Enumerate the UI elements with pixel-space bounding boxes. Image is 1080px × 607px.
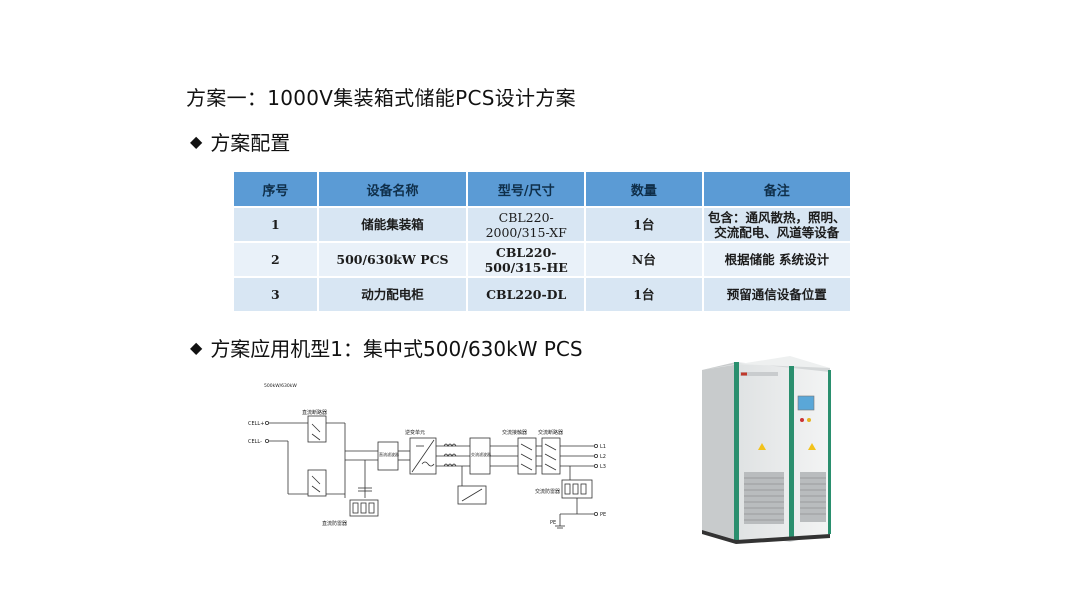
diagram-title: 500kW/630kW (264, 383, 297, 389)
circuit-diagram: 500kW/630kW CELL+ CELL- 直流断路器 直流防雷器 直流滤波… (248, 383, 606, 529)
ac-spd-label: 交流防雷器 (535, 488, 560, 495)
header-cell: 备注 (701, 170, 853, 208)
table-cell: 根据储能 系统设计 (701, 241, 853, 278)
table-cell: 1台 (584, 206, 704, 243)
table-header-row: 序号 设备名称 型号/尺寸 数量 备注 (232, 170, 853, 208)
cell-neg-label: CELL- (248, 439, 262, 445)
table-row: 3 动力配电柜 CBL220-DL 1台 预留通信设备位置 (232, 276, 853, 313)
table-cell: 预留通信设备位置 (701, 276, 853, 313)
config-table: 序号 设备名称 型号/尺寸 数量 备注 1 储能集装箱 CBL220-2000/… (232, 170, 853, 313)
table-row: 2 500/630kW PCS CBL220-500/315-HE N台 根据储… (232, 241, 853, 278)
dc-spd-label: 直流防雷器 (322, 520, 347, 527)
table-cell: N台 (584, 241, 704, 278)
cell-pos-label: CELL+ (248, 421, 264, 427)
section-heading-label: 方案应用机型1：集中式500/630kW PCS (210, 337, 583, 361)
ac-filter-label: 交流滤波器 (471, 451, 491, 457)
l1-label: L1 (600, 444, 606, 450)
dc-breaker-label: 直流断路器 (302, 409, 327, 416)
section-heading-model: ◆ 方案应用机型1：集中式500/630kW PCS (190, 333, 583, 362)
table-cell: 储能集装箱 (316, 206, 469, 243)
inverter-label: 逆变单元 (405, 429, 425, 436)
table-cell: CBL220-2000/315-XF (466, 206, 587, 243)
header-cell: 数量 (584, 170, 704, 208)
header-cell: 序号 (232, 170, 319, 208)
section-heading-label: 方案配置 (210, 131, 291, 155)
table-cell: 1 (232, 206, 319, 243)
pe-right-label: PE (600, 512, 606, 518)
header-cell: 型号/尺寸 (466, 170, 587, 208)
header-cell: 设备名称 (316, 170, 469, 208)
diamond-bullet-icon: ◆ (190, 337, 203, 357)
table-cell: 2 (232, 241, 319, 278)
pcs-cabinet-image (702, 356, 831, 544)
table-cell: 500/630kW PCS (316, 241, 469, 278)
table-row: 1 储能集装箱 CBL220-2000/315-XF 1台 包含：通风散热，照明… (232, 206, 853, 243)
table-cell: 3 (232, 276, 319, 313)
diamond-bullet-icon: ◆ (190, 131, 203, 151)
pe-left-label: PE (550, 520, 556, 526)
l2-label: L2 (600, 454, 606, 460)
dc-filter-label: 直流滤波器 (379, 451, 399, 457)
ac-breaker-label: 交流断路器 (538, 429, 563, 436)
table-cell: 1台 (584, 276, 704, 313)
l3-label: L3 (600, 464, 606, 470)
page-title: 方案一：1000V集装箱式储能PCS设计方案 (186, 86, 576, 110)
table-cell: 动力配电柜 (316, 276, 469, 313)
table-cell: CBL220-DL (466, 276, 587, 313)
section-heading-config: ◆ 方案配置 (190, 127, 290, 156)
table-cell: 包含：通风散热，照明、交流配电、风道等设备 (701, 206, 853, 243)
table-cell: CBL220-500/315-HE (466, 241, 587, 278)
ac-contactor-label: 交流接触器 (502, 429, 527, 436)
